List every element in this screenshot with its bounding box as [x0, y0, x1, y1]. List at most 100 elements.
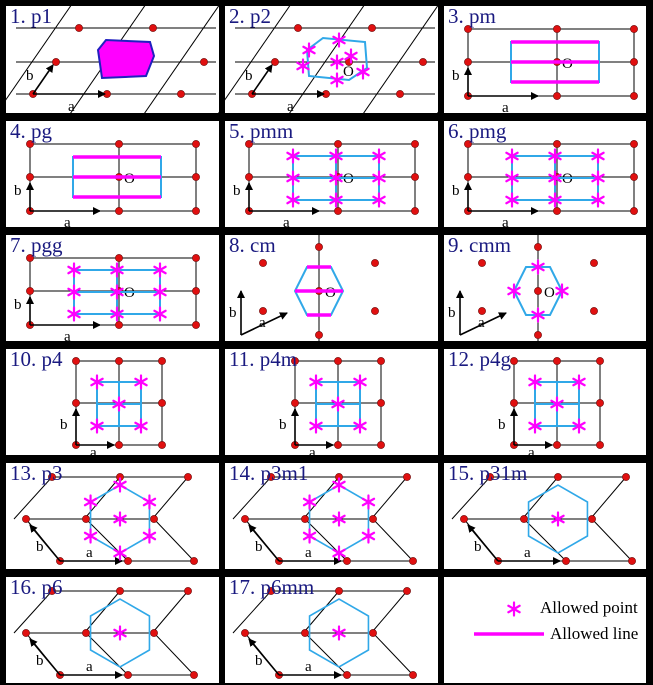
lattice-point [596, 441, 604, 449]
lattice-line [437, 111, 438, 113]
lattice-point [192, 207, 200, 215]
lattice-point [622, 473, 630, 481]
lattice-point [52, 58, 60, 66]
allowed-point-icon [591, 148, 605, 164]
panel-title: 16. p6 [10, 577, 63, 599]
lattice-point [315, 331, 323, 339]
panel-title: 6. pmg [448, 121, 507, 143]
lattice-point [596, 399, 604, 407]
panel-diagram: abO [14, 254, 200, 341]
lattice-point [267, 473, 275, 481]
lattice-point [241, 515, 249, 523]
lattice-point [590, 307, 598, 315]
allowed-point-icon [332, 32, 346, 48]
lattice-point [26, 140, 34, 148]
allowed-point-icon [505, 148, 519, 164]
panel-title: 17. p6mm [229, 577, 315, 599]
panel-diagram: abO [6, 6, 219, 113]
lattice-point [200, 58, 208, 66]
lattice-point [291, 399, 299, 407]
lattice-point [115, 357, 123, 365]
lattice-point [464, 25, 472, 33]
lattice-point [510, 399, 518, 407]
panel-diagram: ab [498, 357, 604, 455]
allowed-point-icon [83, 528, 98, 544]
lattice-point [630, 25, 638, 33]
lattice-point [115, 254, 123, 262]
a-label: a [86, 545, 93, 561]
lattice-point [115, 207, 123, 215]
allowed-point-icon [67, 284, 81, 300]
lattice-line [304, 632, 348, 676]
unit-cell-outline [305, 36, 369, 82]
lattice-point [334, 207, 342, 215]
lattice-point [72, 357, 80, 365]
legend-point-label: Allowed point [540, 598, 638, 617]
panel-diagram: abO [452, 140, 638, 227]
b-label: b [26, 68, 34, 84]
b-vector-arrow [248, 524, 280, 562]
allowed-point-icon [507, 601, 521, 617]
allowed-point-icon [329, 192, 343, 208]
lattice-point [115, 441, 123, 449]
panel-title: 5. pmm [229, 121, 294, 143]
panel-6: abO6. pmg [444, 121, 646, 227]
lattice-point [588, 515, 596, 523]
allowed-point-icon [361, 494, 376, 510]
lattice-point [464, 58, 472, 66]
b-label: b [255, 653, 263, 669]
panel-diagram: ab [451, 473, 636, 565]
lattice-point [192, 321, 200, 329]
allowed-point-icon [134, 374, 148, 390]
origin-label: O [343, 64, 354, 80]
lattice-point [26, 287, 34, 295]
a-label: a [68, 99, 75, 113]
lattice-line [451, 476, 491, 520]
lattice-line [85, 590, 121, 632]
lattice-point [534, 243, 542, 251]
allowed-point-icon [90, 418, 104, 434]
allowed-point-icon [550, 396, 564, 412]
allowed-point-icon [329, 170, 343, 186]
lattice-line [153, 632, 195, 676]
a-label: a [309, 445, 316, 455]
lattice-line [289, 6, 365, 113]
origin-label: O [562, 56, 573, 72]
lattice-point [334, 357, 342, 365]
panel-diagram: ab [232, 473, 417, 565]
panel-title: 1. p1 [10, 6, 52, 28]
lattice-point [192, 173, 200, 181]
lattice-point [553, 357, 561, 365]
lattice-point [291, 357, 299, 365]
b-label: b [233, 183, 241, 199]
allowed-point-icon [113, 625, 127, 641]
a-label: a [90, 445, 97, 455]
origin-label: O [325, 285, 336, 301]
lattice-point [241, 629, 249, 637]
panel-diagram: ab [232, 587, 417, 679]
b-label: b [448, 305, 456, 321]
allowed-point-icon [548, 170, 562, 186]
b-vector-arrow [467, 524, 499, 562]
allowed-point-icon [110, 262, 124, 278]
lattice-point [26, 254, 34, 262]
lattice-point [554, 473, 562, 481]
lattice-line [372, 518, 414, 562]
lattice-point [590, 259, 598, 267]
lattice-point [48, 473, 56, 481]
panel-diagram: abO [452, 25, 638, 113]
b-label: b [452, 68, 460, 84]
lattice-line [153, 518, 195, 562]
allowed-point-icon [332, 625, 346, 641]
lattice-point [411, 207, 419, 215]
allowed-point-icon [332, 545, 346, 561]
lattice-line [153, 590, 189, 632]
lattice-point [403, 587, 411, 595]
panel-title: 2. p2 [229, 6, 271, 28]
lattice-point [190, 671, 198, 679]
a-vector-arrow [240, 312, 288, 336]
allowed-point-icon [134, 418, 148, 434]
lattice-point [22, 629, 30, 637]
